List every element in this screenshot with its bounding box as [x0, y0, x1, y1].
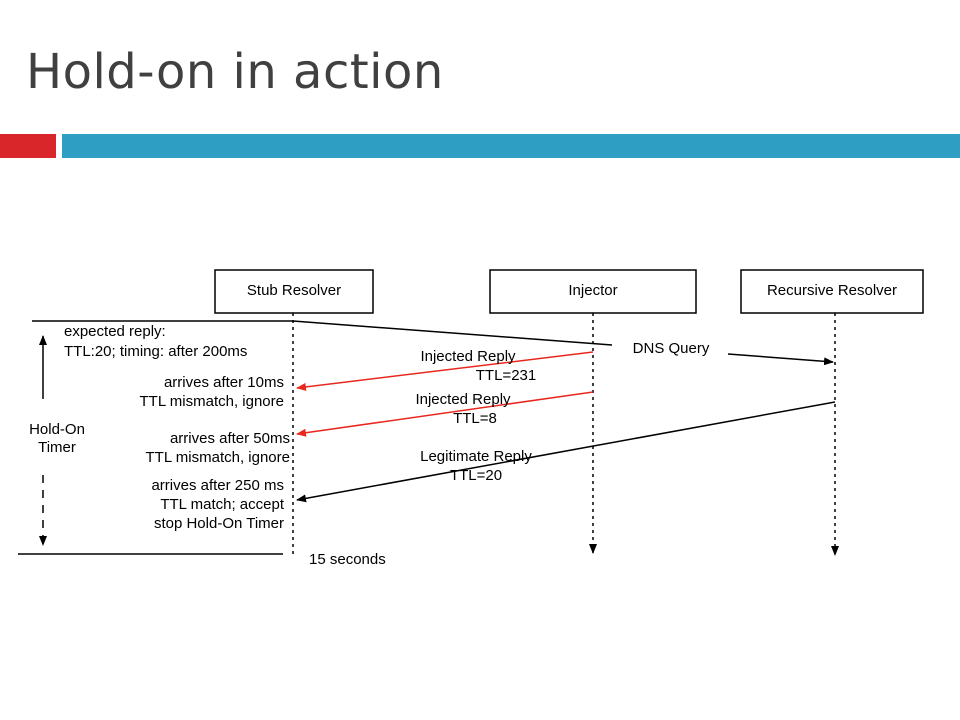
accent-bar-blue — [62, 134, 960, 158]
timer-timeout-label: 15 seconds — [309, 551, 386, 565]
injected-reply-1-label: Injected Reply — [420, 348, 516, 365]
injected-reply-1-arrow — [296, 351, 594, 391]
accent-bar-red — [0, 134, 56, 158]
reply2-note-line1: arrives after 50ms — [170, 430, 290, 447]
slide-title: Hold-on in action — [26, 44, 444, 100]
participant-recursive-resolver: Recursive Resolver — [740, 269, 924, 314]
legit-note-line1: arrives after 250 ms — [151, 477, 284, 494]
injected-reply-2-ttl: TTL=8 — [453, 410, 497, 427]
participant-recursive-label: Recursive Resolver — [767, 282, 897, 299]
participant-stub-resolver: Stub Resolver — [214, 269, 374, 314]
legitimate-reply-ttl: TTL=20 — [450, 467, 502, 484]
dns-query-line-b — [727, 353, 834, 366]
sequence-diagram: Stub Resolver Injector Recursive Resolve… — [18, 269, 924, 565]
legit-note-line3: stop Hold-On Timer — [154, 515, 284, 532]
expected-reply-line1: expected reply: — [64, 323, 166, 340]
reply2-note-line2: TTL mismatch, ignore — [146, 449, 291, 466]
expected-reply-line2: TTL:20; timing: after 200ms — [64, 343, 247, 360]
injected-reply-2-label: Injected Reply — [415, 391, 511, 408]
timer-label-line1: Hold-On — [29, 421, 85, 438]
injected-reply-2-arrow — [296, 391, 594, 437]
participant-injector-label: Injector — [568, 282, 617, 299]
reply1-note-line2: TTL mismatch, ignore — [140, 393, 285, 410]
dns-query-label: DNS Query — [633, 340, 710, 357]
legitimate-reply-arrow — [296, 401, 836, 503]
reply1-note-line1: arrives after 10ms — [164, 374, 284, 391]
participant-stub-label: Stub Resolver — [247, 282, 341, 299]
dns-query-line-a — [292, 320, 613, 346]
timer-label-line2: Timer — [38, 439, 76, 456]
legitimate-reply-label: Legitimate Reply — [420, 448, 532, 465]
injected-reply-1-ttl: TTL=231 — [476, 367, 536, 384]
legit-note-line2: TTL match; accept — [160, 496, 284, 513]
participant-injector: Injector — [489, 269, 697, 314]
